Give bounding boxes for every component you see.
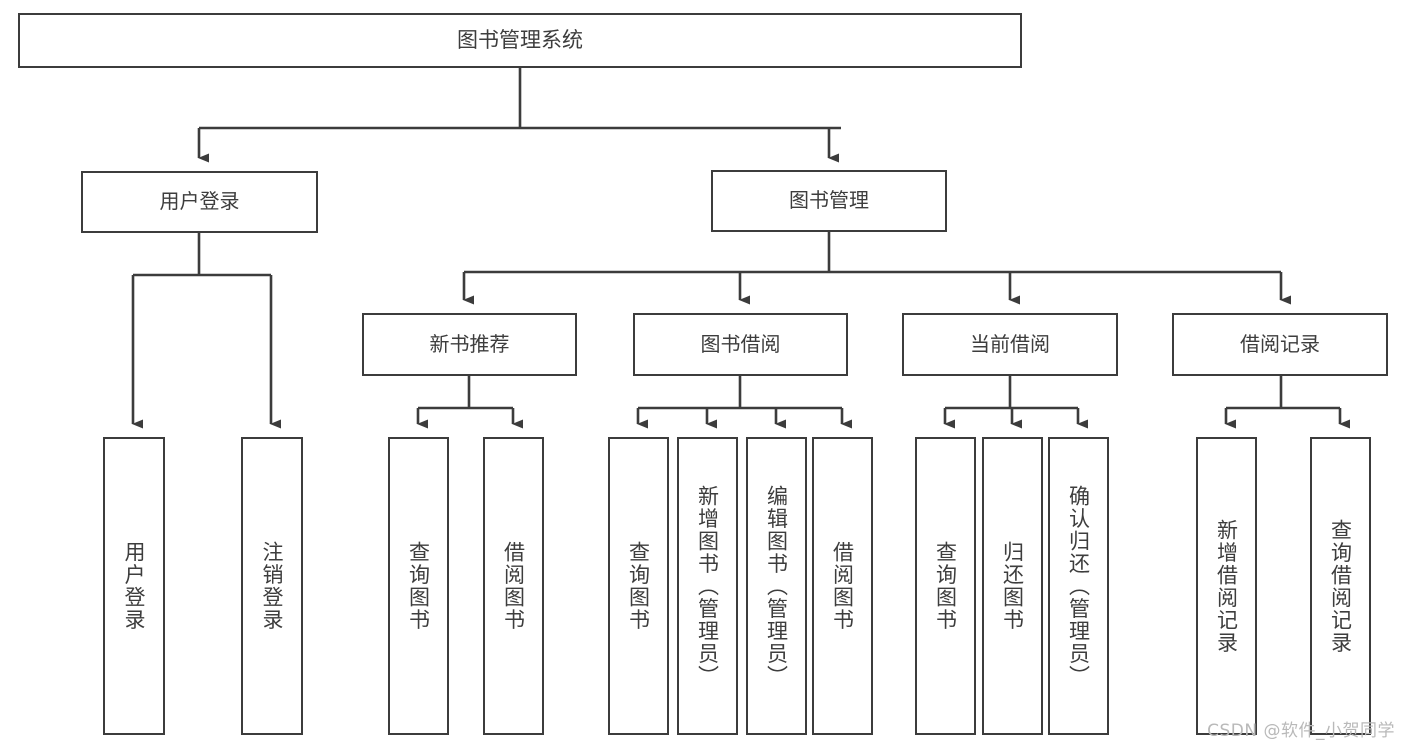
node-label: 注销登录 — [260, 541, 285, 631]
node-label: 图书管理 — [789, 188, 869, 213]
node-book-management[interactable]: 图书管理 — [711, 170, 947, 232]
leaf-record-add-record[interactable]: 新增借阅记录 — [1196, 437, 1257, 735]
node-label: 新书推荐 — [429, 331, 510, 356]
node-label: 查询图书 — [933, 541, 958, 631]
leaf-borrow-add-book-admin[interactable]: 新增图书（管理员） — [677, 437, 738, 735]
leaf-user-login-signout[interactable]: 注销登录 — [241, 437, 303, 735]
node-user-login[interactable]: 用户登录 — [81, 171, 318, 233]
leaf-record-query-record[interactable]: 查询借阅记录 — [1310, 437, 1371, 735]
leaf-borrow-borrow-book[interactable]: 借阅图书 — [812, 437, 873, 735]
leaf-current-return-book[interactable]: 归还图书 — [982, 437, 1043, 735]
leaf-current-query-book[interactable]: 查询图书 — [915, 437, 976, 735]
node-label: 新增借阅记录 — [1214, 518, 1239, 654]
node-new-book-recommend[interactable]: 新书推荐 — [362, 313, 577, 376]
node-label: 编辑图书（管理员） — [764, 484, 789, 688]
leaf-borrow-edit-book-admin[interactable]: 编辑图书（管理员） — [746, 437, 807, 735]
leaf-borrow-query-book[interactable]: 查询图书 — [608, 437, 669, 735]
leaf-new-book-query[interactable]: 查询图书 — [388, 437, 449, 735]
node-label: 查询图书 — [626, 541, 651, 631]
node-label: 借阅图书 — [501, 541, 526, 631]
node-label: 图书管理系统 — [457, 28, 583, 53]
node-label: 查询借阅记录 — [1328, 518, 1353, 654]
node-label: 归还图书 — [1000, 541, 1025, 631]
node-label: 借阅图书 — [830, 541, 855, 631]
leaf-current-confirm-return-admin[interactable]: 确认归还（管理员） — [1048, 437, 1109, 735]
leaf-new-book-borrow[interactable]: 借阅图书 — [483, 437, 544, 735]
node-root-system[interactable]: 图书管理系统 — [18, 13, 1022, 68]
node-label: 新增图书（管理员） — [695, 484, 720, 688]
node-book-borrow[interactable]: 图书借阅 — [633, 313, 848, 376]
node-label: 借阅记录 — [1240, 331, 1320, 356]
leaf-user-login-signin[interactable]: 用户登录 — [103, 437, 165, 735]
node-label: 当前借阅 — [970, 331, 1050, 356]
node-label: 用户登录 — [122, 541, 147, 631]
node-current-borrow[interactable]: 当前借阅 — [902, 313, 1118, 376]
node-label: 查询图书 — [406, 541, 431, 631]
node-borrow-record[interactable]: 借阅记录 — [1172, 313, 1388, 376]
node-label: 图书借阅 — [700, 331, 781, 356]
node-label: 确认归还（管理员） — [1066, 484, 1091, 688]
node-label: 用户登录 — [159, 189, 240, 214]
